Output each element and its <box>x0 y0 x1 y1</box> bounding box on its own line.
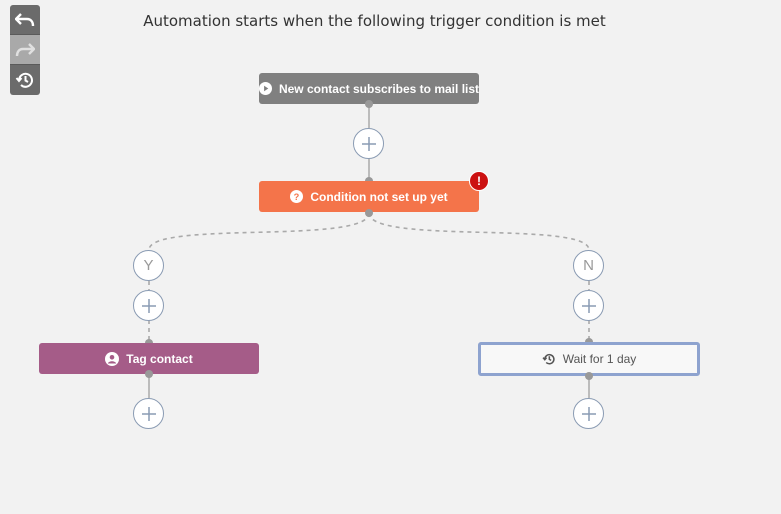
add-step-button-no-end[interactable] <box>573 398 604 429</box>
branch-no-label: N <box>573 250 604 281</box>
tag-contact-node[interactable]: Tag contact <box>39 343 259 374</box>
plus-icon <box>361 136 376 151</box>
wait-label: Wait for 1 day <box>562 352 637 366</box>
condition-label: Condition not set up yet <box>310 189 448 204</box>
add-step-button[interactable] <box>353 128 384 159</box>
history-icon <box>542 352 556 366</box>
plus-icon <box>581 406 596 421</box>
branch-yes-label: Y <box>133 250 164 281</box>
redo-icon <box>15 42 35 56</box>
connector-dot <box>365 100 373 108</box>
connector-dot <box>365 209 373 217</box>
trigger-node[interactable]: New contact subscribes to mail list <box>258 73 480 104</box>
plus-icon <box>141 406 156 421</box>
user-circle-icon <box>105 351 120 366</box>
plus-icon <box>141 298 156 313</box>
trigger-label: New contact subscribes to mail list <box>278 81 480 96</box>
redo-button[interactable] <box>10 35 40 65</box>
history-icon <box>15 72 33 88</box>
question-circle-icon: ? <box>290 190 304 203</box>
automation-header: Automation starts when the following tri… <box>143 12 606 30</box>
undo-button[interactable] <box>10 5 40 35</box>
history-button[interactable] <box>10 65 40 95</box>
undo-icon <box>15 12 35 26</box>
play-circle-icon <box>258 82 272 95</box>
add-step-button-yes[interactable] <box>133 290 164 321</box>
tag-contact-label: Tag contact <box>126 351 193 366</box>
wait-node[interactable]: Wait for 1 day <box>478 342 700 376</box>
add-step-button-no[interactable] <box>573 290 604 321</box>
error-badge: ! <box>469 171 489 191</box>
svg-text:?: ? <box>294 192 300 202</box>
condition-node[interactable]: ? Condition not set up yet <box>259 181 479 212</box>
connector-dot <box>145 370 153 378</box>
editor-toolbar <box>10 5 40 95</box>
plus-icon <box>581 298 596 313</box>
connector-dot <box>585 372 593 380</box>
add-step-button-yes-end[interactable] <box>133 398 164 429</box>
